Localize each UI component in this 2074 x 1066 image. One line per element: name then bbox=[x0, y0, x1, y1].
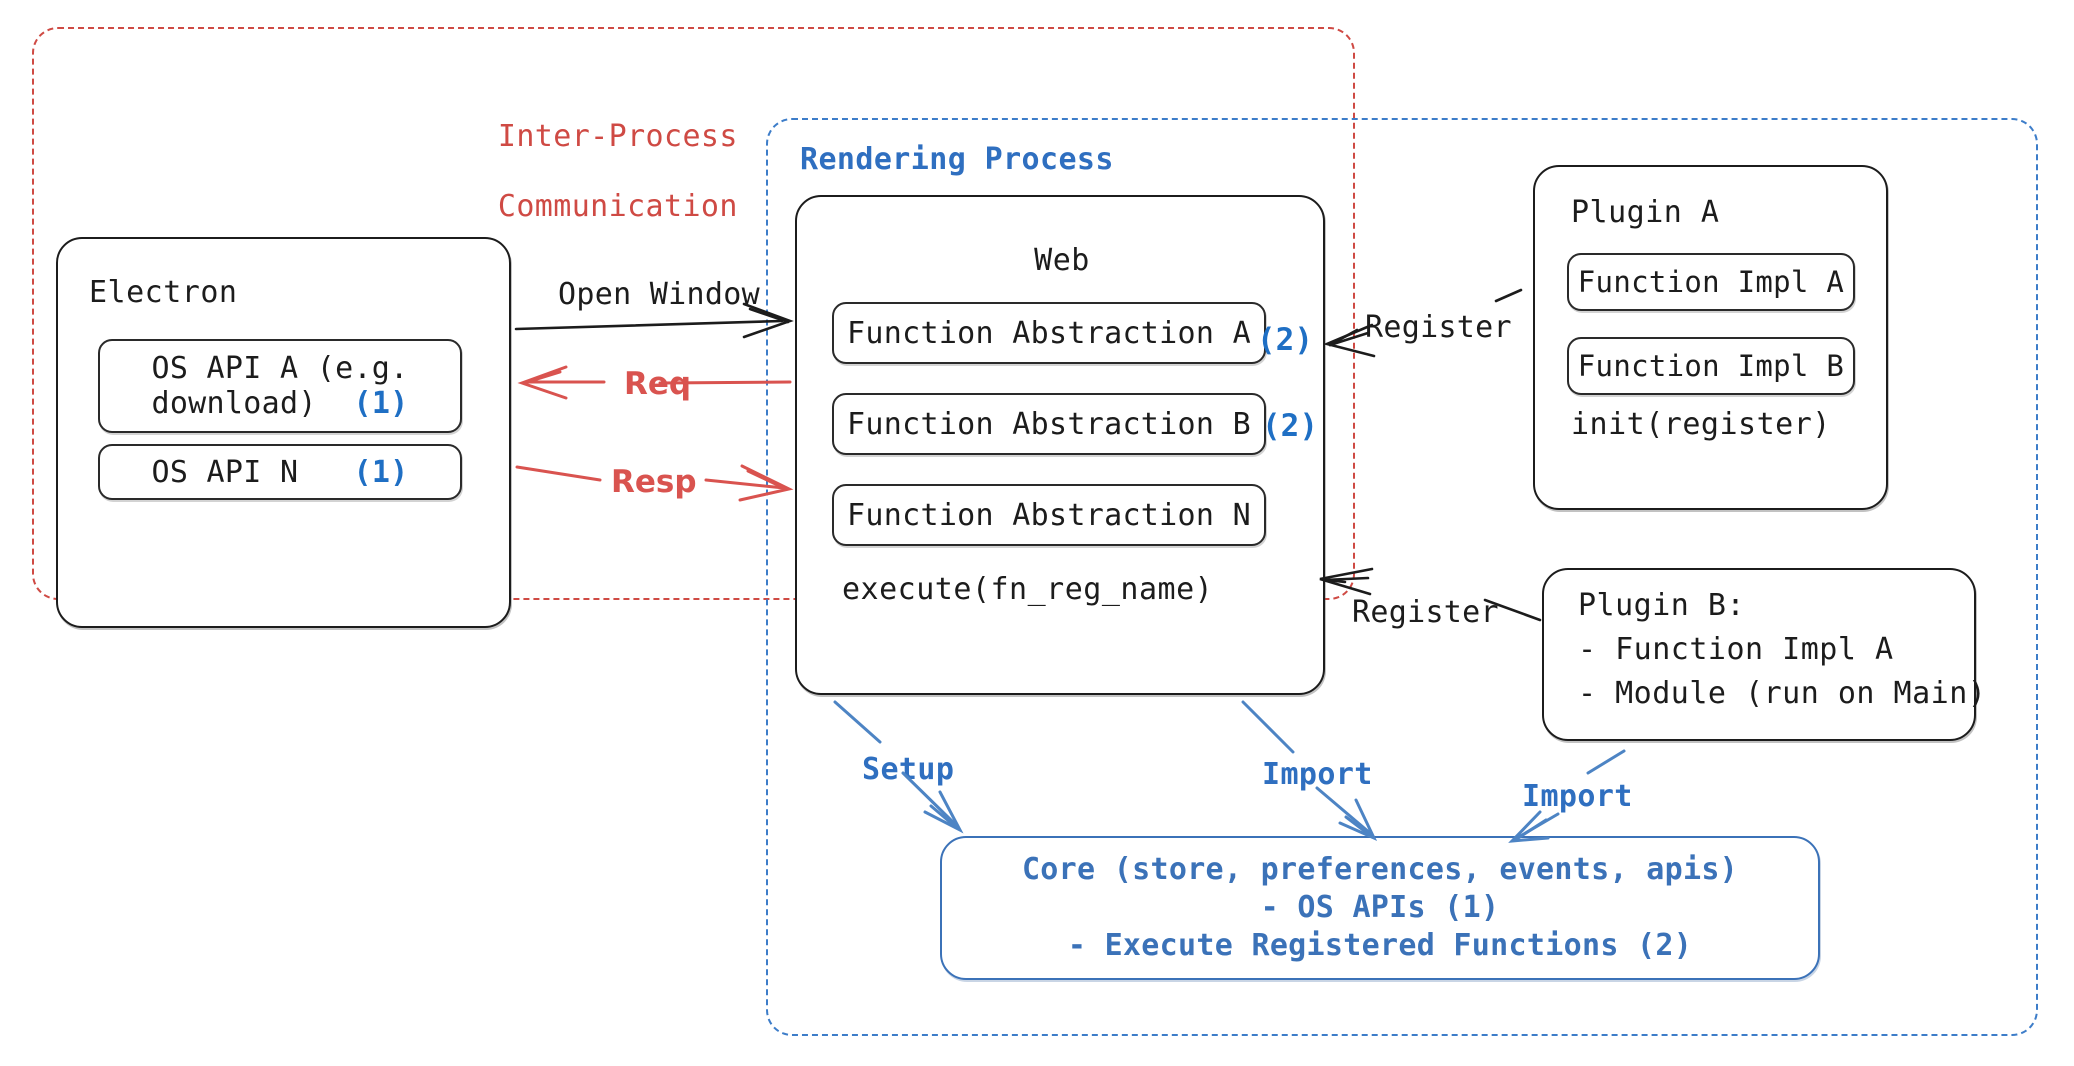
open-window-label: Open Window bbox=[558, 277, 760, 312]
plugin-a-init-label: init(register) bbox=[1571, 407, 1831, 442]
rendering-process-region bbox=[766, 118, 2038, 1036]
web-title: Web bbox=[1034, 243, 1090, 278]
ipc-region-label: Inter-Process Communication bbox=[424, 84, 738, 259]
os-api-a-label-line1: OS API A (e.g. bbox=[151, 351, 409, 386]
core-line-1: Core (store, preferences, events, apis) bbox=[1021, 852, 1739, 887]
function-abstraction-b-pill[interactable]: Function Abstraction B bbox=[832, 393, 1266, 455]
plugin-a-function-impl-a-pill[interactable]: Function Impl A bbox=[1567, 253, 1855, 311]
plugin-b-line-1: - Function Impl A bbox=[1578, 632, 1894, 667]
plugin-a-box: Plugin A Function Impl A Function Impl B… bbox=[1533, 165, 1888, 510]
function-abstraction-b-marker: (2) bbox=[1262, 408, 1318, 444]
function-abstraction-n-label: Function Abstraction N bbox=[847, 497, 1251, 533]
plugin-a-title: Plugin A bbox=[1571, 195, 1720, 230]
import-plugin-b-label: Import bbox=[1522, 779, 1633, 814]
web-box: Web Function Abstraction A Function Abst… bbox=[795, 195, 1325, 695]
register-plugin-a-label: Register bbox=[1365, 310, 1512, 345]
rendering-process-label: Rendering Process bbox=[800, 142, 1114, 177]
os-api-a-label-line2: download) bbox=[151, 386, 317, 421]
core-line-3: - Execute Registered Functions (2) bbox=[1067, 928, 1693, 963]
os-api-n-label: OS API N bbox=[151, 454, 299, 490]
core-box: Core (store, preferences, events, apis) … bbox=[940, 836, 1820, 980]
electron-box: Electron OS API A (e.g. download) (1) OS… bbox=[56, 237, 511, 628]
ipc-region bbox=[32, 27, 1355, 600]
os-api-a-pill[interactable]: OS API A (e.g. download) (1) bbox=[98, 339, 462, 433]
import-web-label: Import bbox=[1262, 757, 1373, 792]
plugin-a-function-impl-a-label: Function Impl A bbox=[1577, 265, 1845, 299]
os-api-n-pill[interactable]: OS API N (1) bbox=[98, 444, 462, 500]
plugin-a-function-impl-b-label: Function Impl B bbox=[1577, 349, 1845, 383]
function-abstraction-a-pill[interactable]: Function Abstraction A bbox=[832, 302, 1266, 364]
web-execute-label: execute(fn_reg_name) bbox=[842, 572, 1214, 607]
resp-label: Resp bbox=[611, 464, 697, 500]
setup-label: Setup bbox=[862, 752, 955, 787]
function-abstraction-a-marker: (2) bbox=[1257, 322, 1313, 358]
ipc-label-line-2: Communication bbox=[497, 189, 738, 224]
register-plugin-b-label: Register bbox=[1352, 595, 1499, 630]
function-abstraction-b-label: Function Abstraction B bbox=[847, 406, 1251, 442]
os-api-a-marker: (1) bbox=[353, 386, 409, 421]
ipc-label-line-1: Inter-Process bbox=[497, 119, 738, 154]
plugin-a-function-impl-b-pill[interactable]: Function Impl B bbox=[1567, 337, 1855, 395]
plugin-b-title: Plugin B: bbox=[1578, 588, 1746, 623]
plugin-b-line-2: - Module (run on Main) bbox=[1578, 676, 1987, 711]
function-abstraction-a-label: Function Abstraction A bbox=[847, 315, 1251, 351]
os-api-n-marker: (1) bbox=[353, 454, 409, 490]
req-label: Req bbox=[624, 366, 692, 402]
electron-title: Electron bbox=[89, 275, 238, 310]
core-line-2: - OS APIs (1) bbox=[1260, 890, 1500, 925]
function-abstraction-n-pill[interactable]: Function Abstraction N bbox=[832, 484, 1266, 546]
plugin-b-box: Plugin B: - Function Impl A - Module (ru… bbox=[1542, 568, 1986, 741]
